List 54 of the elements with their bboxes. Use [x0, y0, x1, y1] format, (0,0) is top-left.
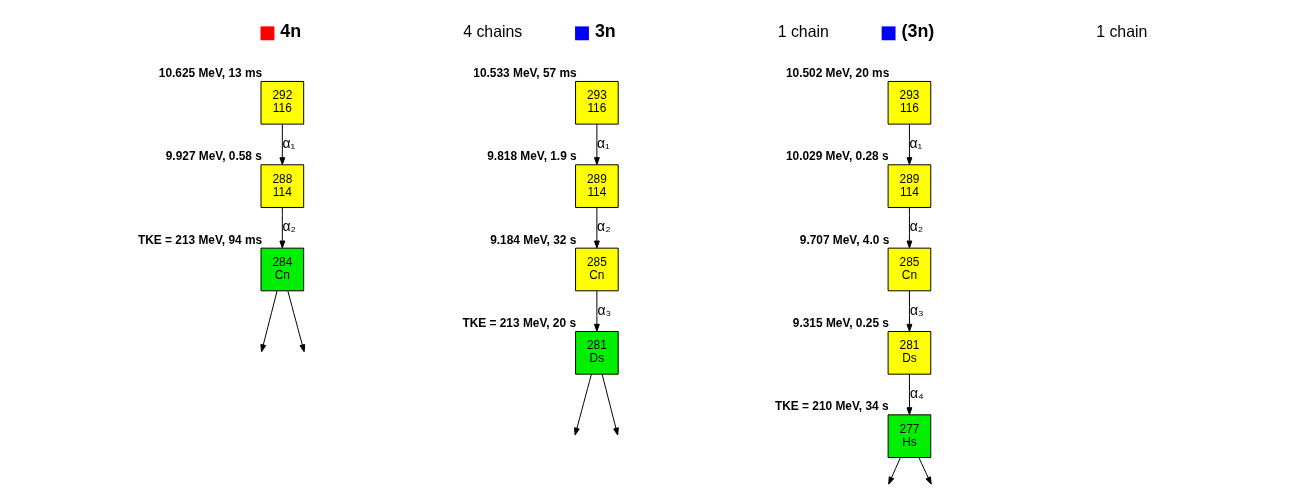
arrow: [601, 373, 619, 436]
arrow: [906, 207, 912, 249]
edge-label: α₁: [909, 135, 922, 152]
node-label: 9.315 MeV, 0.25 s: [792, 316, 889, 331]
node-box: 277 Hs: [887, 414, 931, 458]
edge-label: α₂: [909, 218, 923, 235]
node-box: 292 116: [260, 80, 304, 125]
node-box: 285 Cn: [574, 247, 619, 292]
edge-label: α₂: [596, 218, 611, 235]
node-label: TKE = 213 MeV, 94 ms: [137, 232, 262, 247]
edge-label: α₃: [909, 301, 924, 318]
node-box: 293 116: [887, 80, 931, 125]
node-box: 285 Cn: [887, 247, 931, 292]
node-label: 9.707 MeV, 4.0 s: [799, 232, 889, 247]
node-box: 281 Ds: [574, 331, 619, 375]
node-box: 284 Cn: [260, 247, 304, 292]
node-box: 289 114: [574, 164, 619, 208]
label: 1 chain: [777, 23, 829, 41]
arrow: [286, 290, 305, 353]
edge-label: α₃: [596, 301, 611, 318]
node-label: 10.502 MeV, 20 ms: [785, 66, 889, 81]
arrow: [906, 290, 912, 332]
node-label: TKE = 210 MeV, 34 s: [774, 399, 889, 414]
legend-label: 3n: [594, 20, 616, 41]
node-label: 10.533 MeV, 57 ms: [472, 66, 577, 81]
node-box: 281 Ds: [887, 331, 931, 375]
node-box: 288 114: [260, 164, 304, 208]
node-label: 10.625 MeV, 13 ms: [158, 66, 262, 81]
node-label: 9.818 MeV, 1.9 s: [486, 149, 577, 164]
arrow: [906, 123, 912, 166]
node-box: 293 116: [574, 80, 619, 125]
edge-label: α₁: [281, 135, 295, 152]
arrow: [593, 207, 600, 249]
arrow: [259, 290, 278, 353]
legend-label: (3n): [901, 20, 934, 41]
label: 1 chain: [1095, 23, 1147, 41]
arrow: [278, 207, 285, 249]
arrow: [887, 457, 901, 485]
label: 4 chains: [462, 23, 522, 41]
node-label: 9.184 MeV, 32 s: [489, 232, 576, 247]
node-box: 289 114: [887, 164, 931, 208]
arrow: [278, 123, 285, 166]
node-label: 9.927 MeV, 0.58 s: [165, 149, 262, 164]
edge-label: α₁: [596, 135, 610, 152]
legend-label: 4n: [279, 20, 301, 41]
arrow: [906, 373, 912, 416]
edge-label: α₂: [282, 218, 296, 235]
node-label: TKE = 213 MeV, 20 s: [461, 316, 576, 331]
edge-label: α₄: [909, 385, 924, 402]
arrow: [593, 123, 600, 166]
arrow: [593, 290, 600, 332]
node-label: 10.029 MeV, 0.28 s: [785, 149, 889, 164]
arrow: [917, 457, 932, 485]
arrow: [573, 373, 592, 436]
